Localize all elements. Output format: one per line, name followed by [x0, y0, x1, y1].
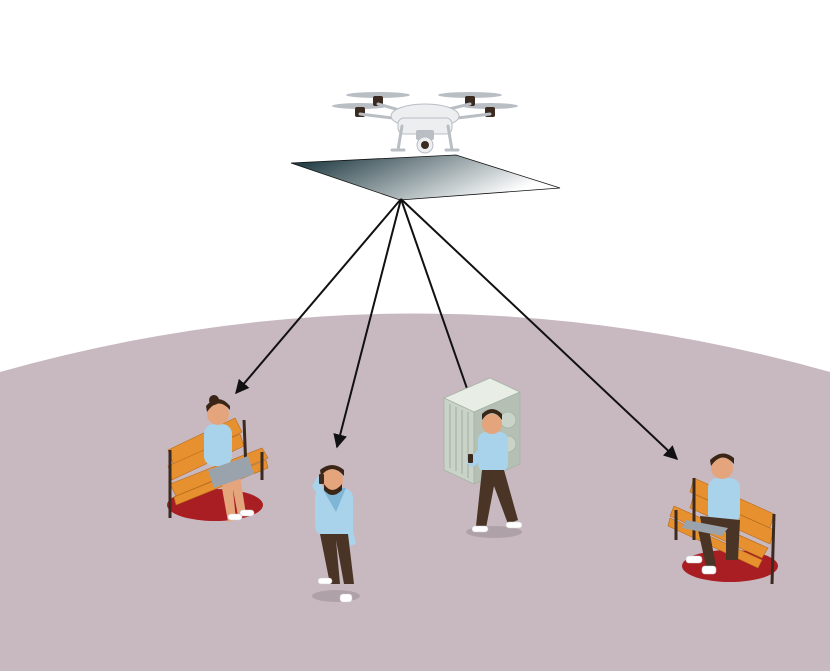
woman-on-bench-with-laptop-icon — [167, 395, 269, 522]
drone-icon — [332, 92, 518, 154]
ground-plane — [0, 313, 830, 671]
man-standing-on-phone-icon — [312, 465, 360, 603]
man-carrying-server-rack-icon — [443, 377, 523, 538]
reconfigurable-surface-icon — [290, 154, 561, 201]
beam-to-user-4 — [400, 198, 679, 460]
signal-beams — [235, 198, 679, 460]
beam-to-user-3 — [400, 198, 474, 402]
man-on-bench-with-laptop-icon — [667, 453, 778, 585]
beam-to-user-1 — [235, 198, 402, 395]
beam-to-user-2 — [333, 198, 402, 449]
